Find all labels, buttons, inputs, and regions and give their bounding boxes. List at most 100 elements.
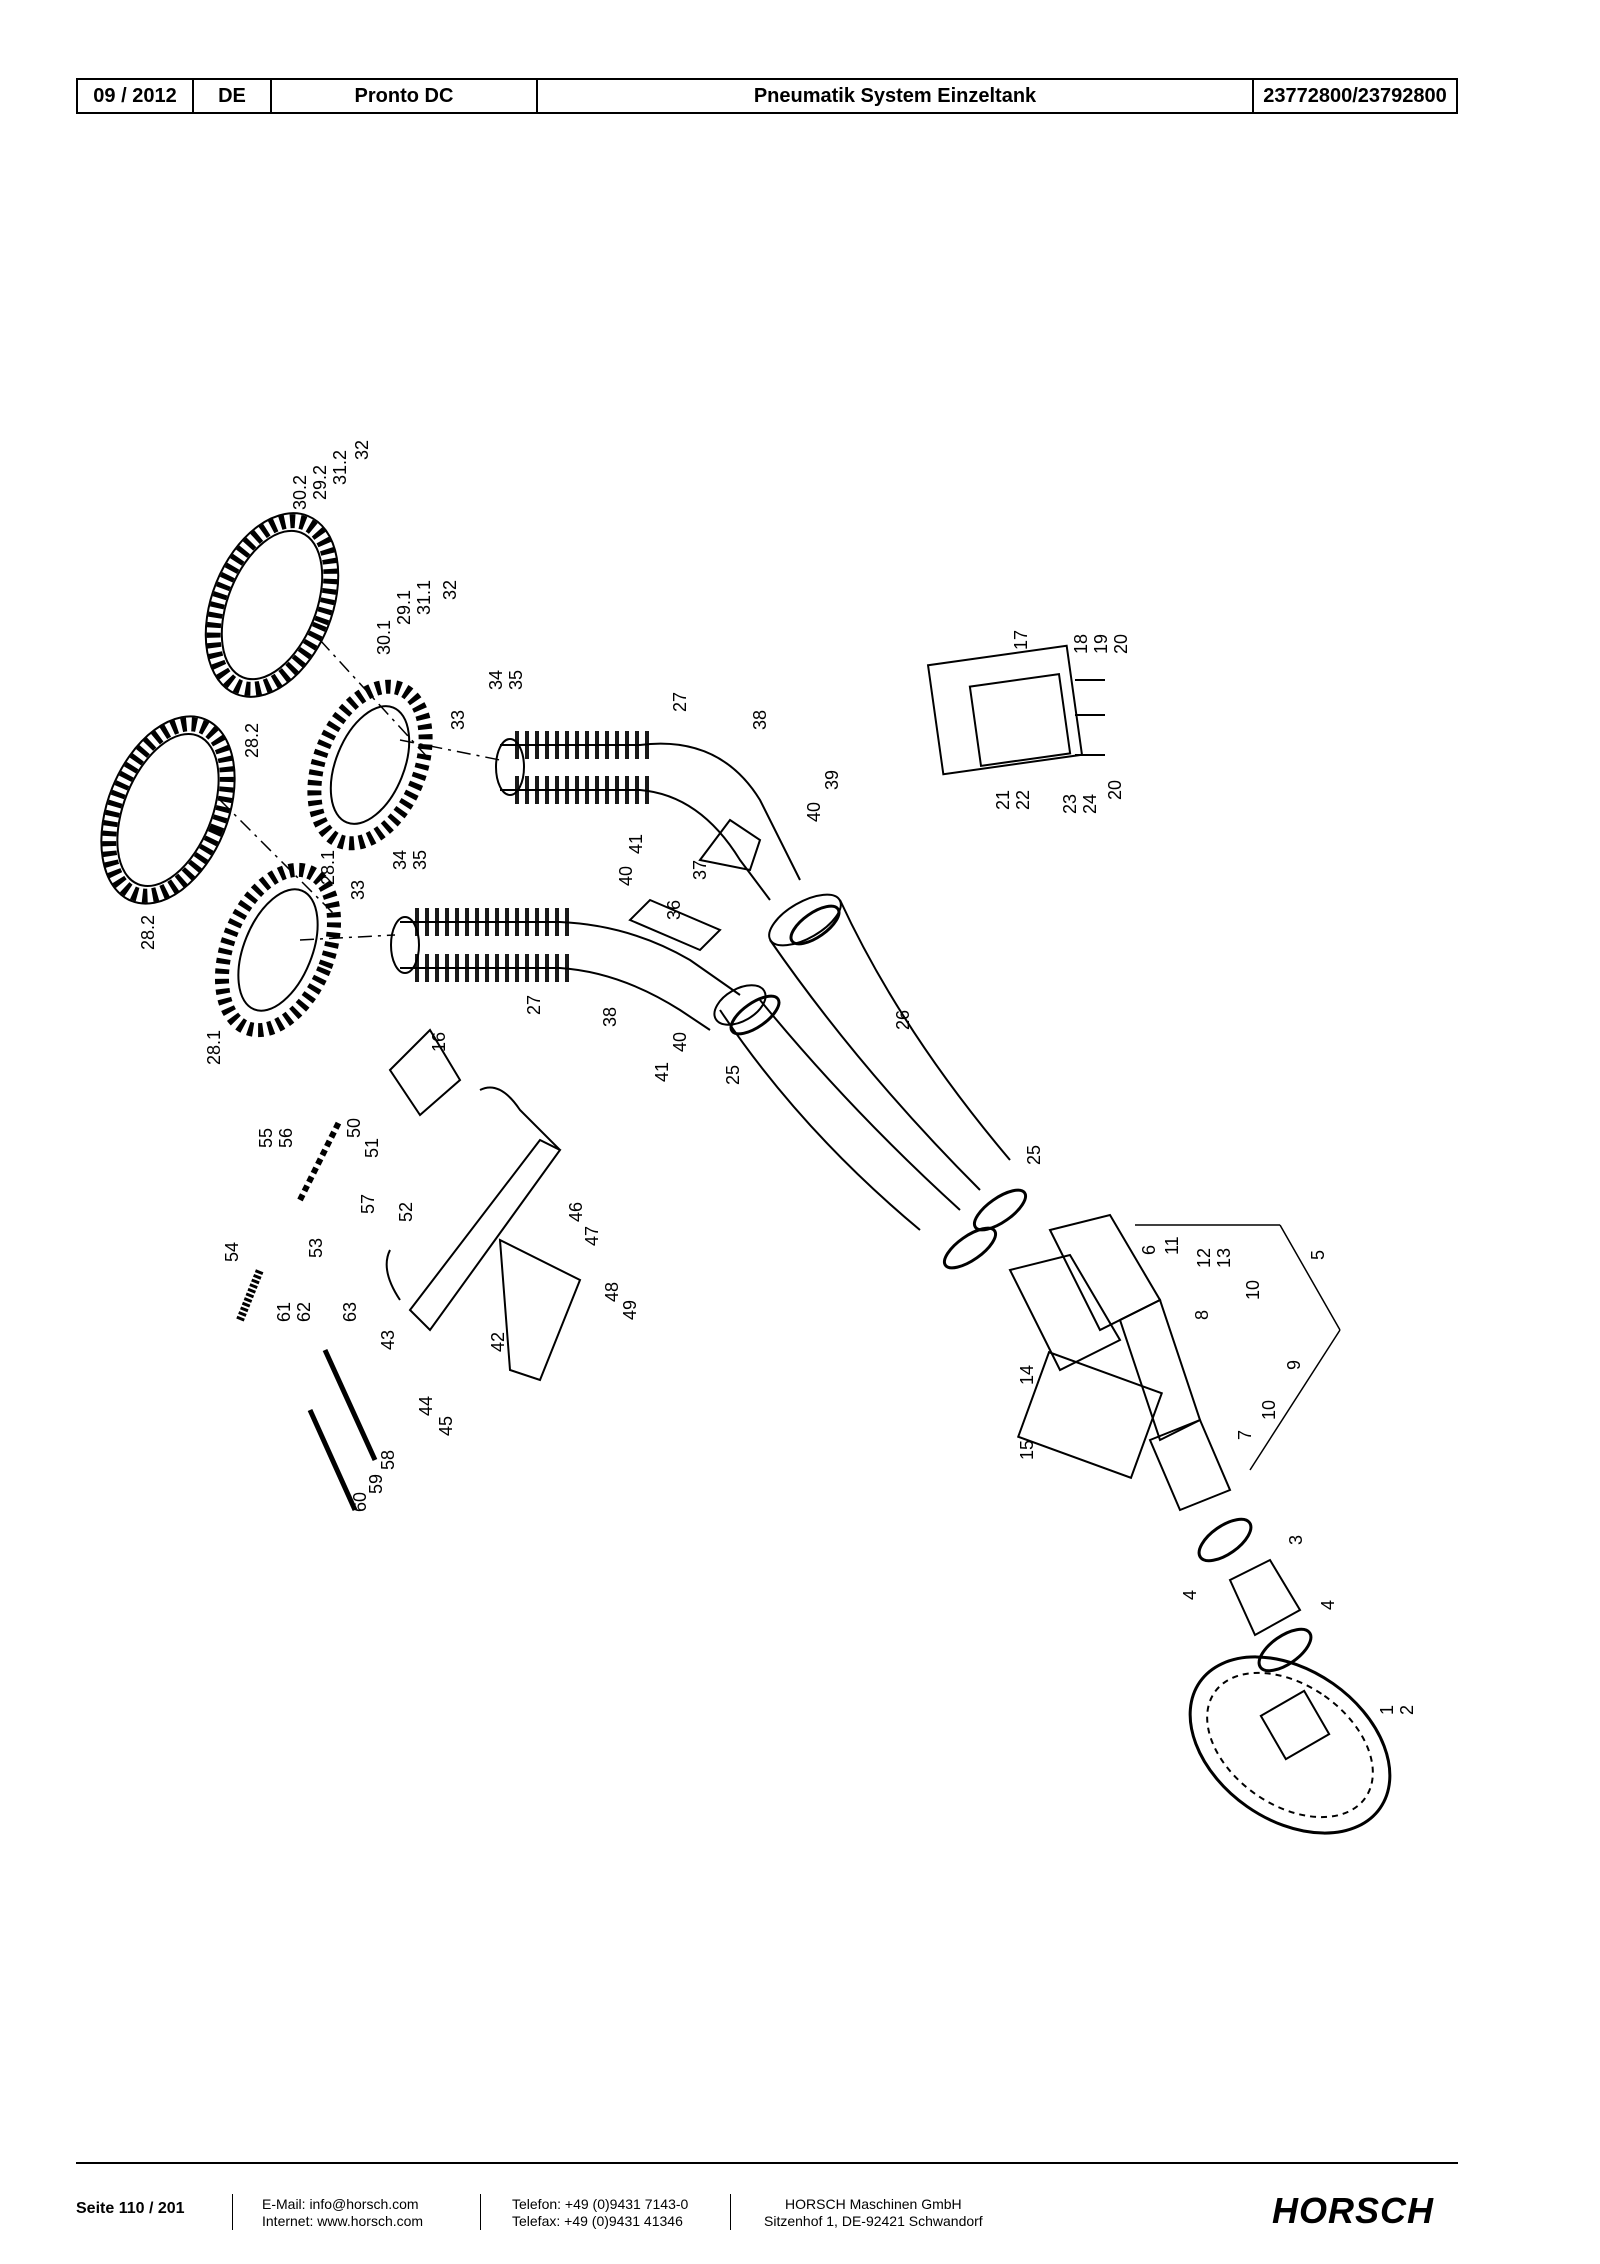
callout-26: 26: [893, 1010, 913, 1030]
callout-32b: 32: [352, 440, 372, 460]
callout-33: 33: [448, 710, 468, 730]
distributor-ring-28-1-lower: [214, 862, 342, 1038]
callout-48: 48: [602, 1282, 622, 1302]
callout-51: 51: [362, 1138, 382, 1158]
footer-phone: Telefon: +49 (0)9431 7143-0: [512, 2196, 689, 2212]
callout-47: 47: [582, 1226, 602, 1246]
footer-address: Sitzenhof 1, DE-92421 Schwandorf: [764, 2213, 983, 2229]
callout-57: 57: [358, 1194, 378, 1214]
callout-38: 38: [750, 710, 770, 730]
callout-59: 59: [366, 1474, 386, 1494]
header-title: Pneumatik System Einzeltank: [538, 80, 1254, 112]
callout-28-2b: 28.2: [138, 915, 158, 950]
callout-7: 7: [1235, 1430, 1255, 1440]
callout-12: 12: [1194, 1248, 1214, 1268]
callout-34b: 34: [390, 850, 410, 870]
footer-fax: Telefax: +49 (0)9431 41346: [512, 2213, 683, 2229]
footer-separator: [232, 2194, 233, 2230]
header-language: DE: [194, 80, 272, 112]
callout-24: 24: [1080, 794, 1100, 814]
callout-34: 34: [486, 670, 506, 690]
callout-labels: 1 2 3 4 4 5 6 7 8 9 10 10 11 12 13 14 15…: [138, 440, 1417, 1715]
blower-1: [1188, 1655, 1392, 1835]
callout-55: 55: [256, 1128, 276, 1148]
footer-contact-web: E-Mail: info@horsch.com Internet: www.ho…: [262, 2196, 423, 2230]
callout-8: 8: [1192, 1310, 1212, 1320]
callout-29-2: 29.2: [310, 465, 330, 500]
callout-23: 23: [1060, 794, 1080, 814]
callout-54: 54: [222, 1242, 242, 1262]
callout-39: 39: [822, 770, 842, 790]
callout-14: 14: [1017, 1365, 1037, 1385]
callout-38b: 38: [600, 1007, 620, 1027]
footer-separator: [480, 2194, 481, 2230]
footer-internet[interactable]: Internet: www.horsch.com: [262, 2213, 424, 2229]
hose-26: [713, 893, 1011, 1231]
callout-17: 17: [1011, 630, 1031, 650]
callout-52: 52: [396, 1202, 416, 1222]
callout-4b: 4: [1318, 1600, 1338, 1610]
frame-42: [385, 1086, 582, 1382]
callout-25b: 25: [723, 1065, 743, 1085]
callout-10b: 10: [1259, 1400, 1279, 1420]
callout-50: 50: [344, 1118, 364, 1138]
callout-63: 63: [340, 1302, 360, 1322]
callout-11: 11: [1162, 1236, 1182, 1255]
distributor-ring-28-2-upper: [204, 512, 340, 698]
callout-13: 13: [1214, 1248, 1234, 1268]
callout-53: 53: [306, 1238, 326, 1258]
page-number: Seite 110 / 201: [76, 2200, 185, 2217]
callout-29-1: 29.1: [394, 590, 414, 625]
callout-61: 61: [274, 1302, 294, 1322]
callout-41: 41: [626, 834, 646, 854]
callout-45: 45: [436, 1416, 456, 1436]
callout-32: 32: [440, 580, 460, 600]
callout-21: 21: [993, 790, 1013, 810]
callout-19: 19: [1091, 634, 1111, 654]
distributor-ring-28-1-upper: [307, 679, 433, 851]
venturi-assembly-5: [1008, 1213, 1232, 1512]
callout-33b: 33: [348, 880, 368, 900]
callout-31-2: 31.2: [330, 450, 350, 485]
callout-28-2: 28.2: [242, 723, 262, 758]
footer-rule: [76, 2162, 1458, 2164]
callout-5: 5: [1308, 1250, 1328, 1260]
callout-10: 10: [1243, 1280, 1263, 1300]
header-date: 09 / 2012: [78, 80, 194, 112]
hose-27-upper: [495, 731, 801, 901]
header-table: 09 / 2012 DE Pronto DC Pneumatik System …: [76, 78, 1458, 114]
callout-62: 62: [294, 1302, 314, 1322]
callout-35b: 35: [410, 850, 430, 870]
callout-20b: 20: [1105, 780, 1125, 800]
footer-email[interactable]: E-Mail: info@horsch.com: [262, 2196, 419, 2212]
footer-company: HORSCH Maschinen GmbH Sitzenhof 1, DE-92…: [764, 2196, 983, 2230]
callout-58: 58: [378, 1450, 398, 1470]
callout-40c: 40: [670, 1032, 690, 1052]
footer-contact-phone: Telefon: +49 (0)9431 7143-0 Telefax: +49…: [512, 2196, 688, 2230]
callout-31-1: 31.1: [414, 580, 434, 615]
callout-27b: 27: [524, 995, 544, 1015]
callout-4: 4: [1180, 1590, 1200, 1600]
footer-separator: [730, 2194, 731, 2230]
callout-41b: 41: [652, 1062, 672, 1082]
callout-25: 25: [1024, 1145, 1044, 1165]
callout-44: 44: [416, 1396, 436, 1416]
callout-30-2: 30.2: [290, 475, 310, 510]
callout-15: 15: [1017, 1440, 1037, 1460]
callout-18: 18: [1071, 634, 1091, 654]
callout-30-1: 30.1: [374, 620, 394, 655]
header-part-numbers: 23772800/23792800: [1263, 84, 1447, 107]
callout-46: 46: [566, 1202, 586, 1222]
header-model: Pronto DC: [272, 80, 538, 112]
callout-28-1b: 28.1: [204, 1030, 224, 1065]
horsch-logo: HORSCH: [1272, 2190, 1435, 2231]
callout-49: 49: [620, 1300, 640, 1320]
callout-35: 35: [506, 670, 526, 690]
callout-22: 22: [1013, 790, 1033, 810]
callout-60: 60: [350, 1492, 370, 1512]
callout-28-1: 28.1: [318, 850, 338, 885]
callout-43: 43: [378, 1330, 398, 1350]
distributor-ring-28-2-lower: [100, 715, 236, 905]
callout-36: 36: [664, 900, 684, 920]
